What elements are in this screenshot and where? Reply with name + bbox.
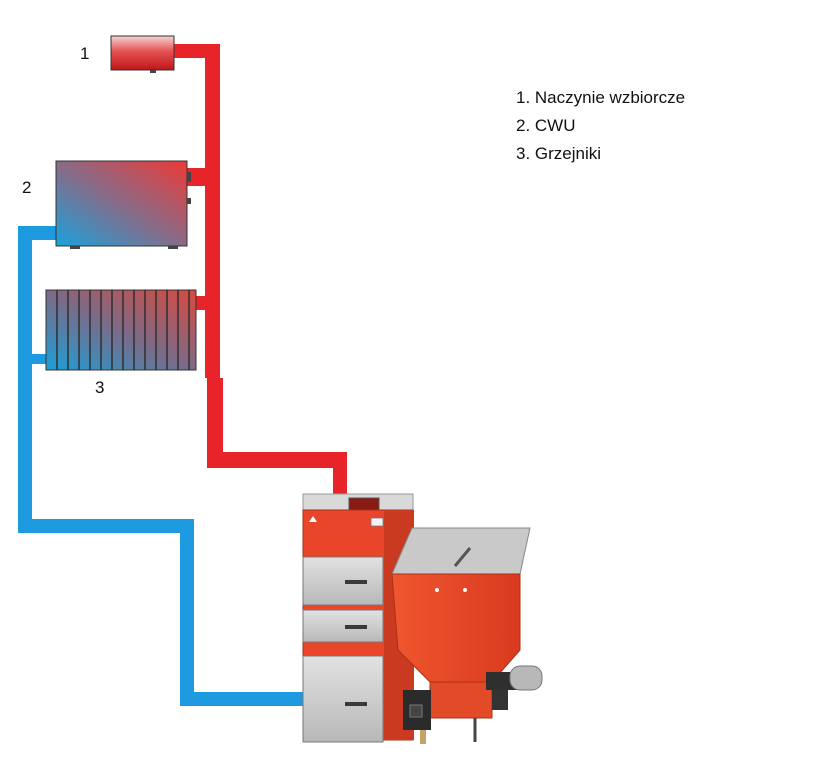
legend-item-radiators: 3. Grzejniki [516,144,602,163]
radiator [45,289,197,371]
fuel-hopper [391,527,531,742]
legend: 1. Naczynie wzbiorcze 2. CWU 3. Grzejnik… [516,84,685,168]
boiler-controller [348,497,380,511]
return-pipe [18,226,304,706]
label-expansion-vessel: 1 [80,44,90,63]
legend-item-cwu: 2. CWU [516,116,576,135]
boiler-door-lower [302,655,384,743]
label-radiators: 3 [95,378,105,397]
boiler-door-upper [302,556,384,606]
supply-pipe [174,44,347,494]
label-cwu: 2 [22,178,32,197]
boiler-door-middle [302,609,384,643]
legend-item-vessel: 1. Naczynie wzbiorcze [516,88,686,107]
cwu-tank [55,160,191,249]
burner [403,665,543,744]
expansion-vessel [110,35,175,73]
radiator-fins [56,290,190,370]
